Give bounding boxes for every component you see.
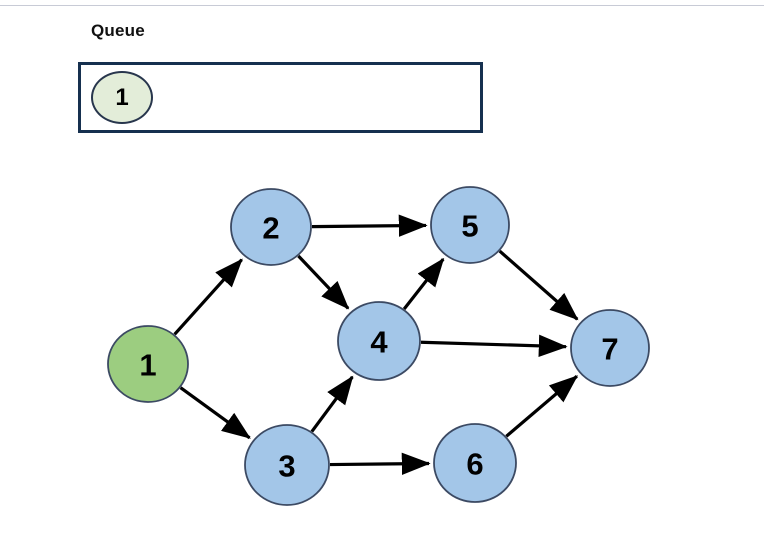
node-layer: 1 2 3 4 5 6 7 bbox=[107, 186, 650, 506]
graph-edge-5-7 bbox=[498, 249, 579, 321]
graph-node-label: 6 bbox=[466, 447, 483, 482]
queue-item-label: 1 bbox=[115, 83, 129, 111]
graph-node-label: 4 bbox=[370, 325, 388, 360]
edge-layer bbox=[173, 214, 579, 475]
graph-edge-3-6 bbox=[329, 452, 431, 475]
graph-node-shape bbox=[570, 309, 650, 387]
graph-node-6[interactable]: 6 bbox=[433, 423, 517, 503]
graph-edge-4-5 bbox=[402, 257, 445, 310]
graph-edge-2-5 bbox=[311, 214, 428, 237]
graph-edge-2-4 bbox=[297, 254, 350, 310]
graph-node-label: 7 bbox=[601, 332, 618, 367]
graph-edge-1-3 bbox=[179, 386, 251, 440]
queue-item: 1 bbox=[91, 71, 153, 124]
graph-node-1[interactable]: 1 bbox=[107, 325, 189, 403]
graph-node-2[interactable]: 2 bbox=[230, 188, 312, 266]
graph-node-4[interactable]: 4 bbox=[337, 301, 421, 381]
graph-node-label: 3 bbox=[278, 449, 295, 484]
queue-items-list: 1 bbox=[81, 65, 480, 130]
graph-node-shape bbox=[433, 423, 517, 503]
graph-node-shape bbox=[230, 188, 312, 266]
graph-node-label: 5 bbox=[461, 209, 478, 244]
graph-node-shape bbox=[244, 424, 330, 506]
graph-node-shape bbox=[430, 186, 510, 264]
graph-node-label: 1 bbox=[139, 348, 156, 383]
queue-container: 1 bbox=[78, 62, 483, 133]
graph-node-5[interactable]: 5 bbox=[430, 186, 510, 264]
graph-edge-4-7 bbox=[420, 334, 568, 358]
queue-title: Queue bbox=[91, 21, 145, 40]
graph-node-shape bbox=[107, 325, 189, 403]
graph-node-label: 2 bbox=[262, 211, 279, 246]
graph-edge-3-4 bbox=[310, 375, 354, 433]
graph-node-7[interactable]: 7 bbox=[570, 309, 650, 387]
graph-node-shape bbox=[337, 301, 421, 381]
graph-edge-1-2 bbox=[173, 258, 243, 336]
queue-section: Queue bbox=[78, 21, 498, 50]
graph-edge-6-7 bbox=[505, 375, 579, 438]
top-divider bbox=[0, 5, 764, 6]
graph-canvas: 1 2 3 4 5 6 7 bbox=[0, 150, 764, 550]
graph-svg: 1 2 3 4 5 6 7 bbox=[107, 186, 650, 506]
graph-node-3[interactable]: 3 bbox=[244, 424, 330, 506]
